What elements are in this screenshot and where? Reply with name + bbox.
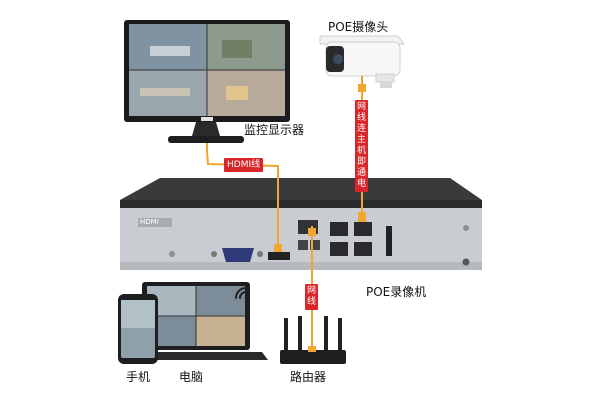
camera-label: POE摄像头 [328, 20, 389, 34]
poe-ports [330, 222, 392, 256]
poe-camera [319, 35, 405, 92]
laptop [126, 282, 268, 360]
wifi-icon [235, 287, 248, 300]
router-label: 路由器 [290, 370, 327, 384]
poe-nvr [120, 178, 482, 270]
hdmi-port-mark: HDMI [140, 218, 159, 226]
vga-port [211, 248, 263, 262]
poe-cable-label: 网线连主机即通电 [355, 100, 368, 192]
phone [118, 294, 158, 364]
router [280, 316, 346, 364]
monitor [124, 20, 290, 143]
lan-cable-label: 网线 [305, 284, 318, 310]
monitor-label: 监控显示器 [244, 123, 305, 137]
nvr-label: POE录像机 [366, 285, 427, 299]
computer-label: 电脑 [179, 370, 204, 384]
hdmi-port [268, 252, 290, 260]
phone-label: 手机 [126, 370, 151, 384]
hdmi-cable-label: HDMI线 [224, 158, 264, 172]
